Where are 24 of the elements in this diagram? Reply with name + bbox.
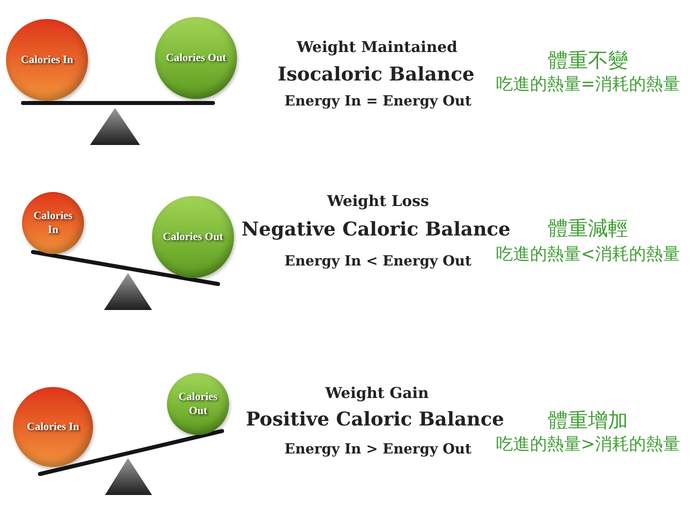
weight-status: 體重增加 (548, 409, 628, 431)
intake-comparison: 吃進的熱量=消耗的熱量 (496, 76, 680, 94)
weight-status: 體重不變 (548, 49, 628, 71)
ball-label: Calories Out (162, 230, 224, 244)
weight-ball (22, 192, 84, 254)
weight-ball (167, 373, 229, 435)
scale-heading: Weight Maintained (296, 38, 458, 56)
ball-label: Calories Out (166, 51, 226, 65)
intake-comparison: 吃進的熱量>消耗的熱量 (496, 436, 680, 454)
scale-heading: Weight Gain (325, 384, 429, 402)
energy-equation: Energy In = Energy Out (284, 94, 472, 110)
balance-title: Positive Caloric Balance (246, 410, 504, 430)
weight-ball (152, 196, 234, 278)
weight-status: 體重減輕 (548, 217, 628, 239)
ball-label: Calories In (20, 53, 74, 67)
balance-title: Isocaloric Balance (278, 64, 474, 86)
energy-equation: Energy In < Energy Out (284, 254, 472, 270)
ball-label: Calories Out (177, 390, 219, 418)
ball-label: Calories In (26, 420, 80, 434)
scale-heading: Weight Loss (327, 192, 429, 210)
ball-label: Calories In (32, 209, 74, 237)
balance-title: Negative Caloric Balance (242, 220, 510, 240)
intake-comparison: 吃進的熱量<消耗的熱量 (496, 246, 680, 264)
energy-equation: Energy In > Energy Out (284, 442, 472, 458)
